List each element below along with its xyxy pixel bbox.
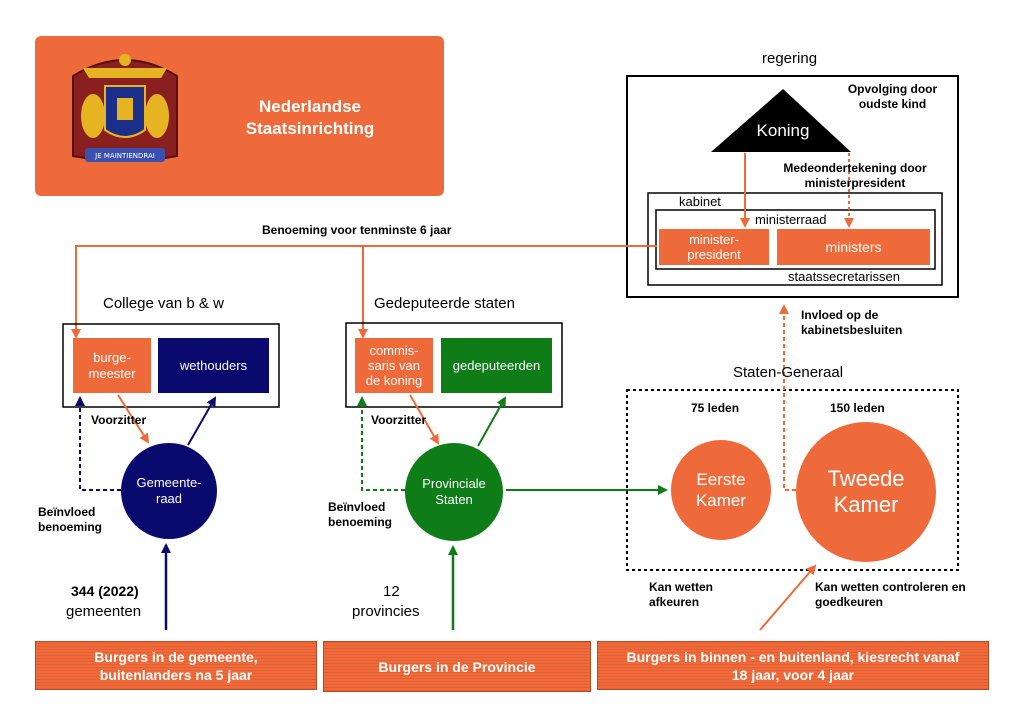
gemeenten-count: 344 (2022)	[71, 583, 139, 599]
regering-label: regering	[762, 50, 818, 67]
provincies-count: 12	[383, 583, 400, 600]
commissaris-box: commis-saris van de koning	[355, 338, 433, 393]
voorzitter-label-gemeente: Voorzitter	[91, 413, 147, 427]
burgers-provincie-box: Burgers in de Provincie	[323, 641, 591, 692]
beinvloed-arrow-gemeente	[75, 396, 121, 491]
gemeenteraad-circle: Gemeente-raad	[121, 443, 217, 539]
college-box	[62, 323, 280, 408]
page-title-line2: Staatsinrichting	[245, 119, 375, 138]
provincies-label: provincies	[352, 603, 420, 620]
svg-text:JE MAINTIENDRAI: JE MAINTIENDRAI	[94, 152, 155, 160]
coat-of-arms-icon: JE MAINTIENDRAI	[72, 54, 178, 162]
ministers-box: ministers	[777, 229, 930, 265]
gedeputeerden-box: gedeputeerden	[441, 338, 552, 393]
minister-president-box: minister-president	[659, 229, 769, 265]
eerste-kamer-leden: 75 leden	[691, 401, 740, 415]
benoeming-label: Benoeming voor tenminste 6 jaar	[262, 223, 452, 237]
controleren-label: Kan wetten controleren en goedkeuren	[815, 580, 966, 609]
regering-box	[626, 75, 959, 298]
afkeuren-label: Kan wetten afkeuren	[649, 580, 714, 609]
college-label: College van b & w	[103, 295, 224, 312]
voorzitter-arrow-gemeente	[117, 394, 150, 444]
beinvloed-label-gemeente: Beïnvloed benoeming	[38, 505, 103, 534]
koning-label: Koning	[756, 121, 810, 140]
koning-triangle	[711, 89, 851, 152]
gs-label: Gedeputeerde staten	[374, 295, 515, 312]
wethouders-box: wethouders	[158, 338, 269, 393]
staten-generaal-box	[626, 389, 959, 571]
burgers-staten-generaal-box: Burgers in binnen - en buitenland, kiesr…	[597, 641, 989, 690]
gs-box	[345, 322, 563, 408]
page-title-line1: Nederlandse	[258, 97, 362, 116]
provinciale-staten-circle: Provinciale Staten	[405, 443, 503, 541]
voorzitter-arrow-provincie	[409, 394, 440, 445]
benoeming-line-gemeente	[71, 245, 657, 339]
ministerraad-box	[655, 209, 936, 270]
beinvloed-arrow-provincie	[357, 396, 405, 491]
page-title: Nederlandse Staatsinrichting	[210, 96, 410, 140]
burgemeester-box: burge-meester	[73, 338, 151, 393]
kabinet-label: kabinet	[679, 194, 721, 209]
staten-to-gedeputeerden-arrow	[477, 396, 506, 447]
eerste-kamer-circle: Eerste Kamer	[671, 440, 771, 540]
voorzitter-label-provincie: Voorzitter	[371, 413, 427, 427]
tweede-kamer-leden: 150 leden	[830, 401, 885, 415]
invloed-label: Invloed op de kabinetsbesluiten	[801, 308, 903, 337]
raad-to-wethouders-arrow	[187, 396, 216, 446]
ministerraad-label: ministerraad	[755, 212, 827, 227]
burgers-to-tweede-kamer-arrow	[759, 564, 817, 631]
beinvloed-label-provincie: Beïnvloed benoeming	[328, 500, 393, 529]
burgers-gemeente-box: Burgers in de gemeente, buitenlanders na…	[35, 641, 317, 690]
staten-generaal-label: Staten-Generaal	[733, 364, 844, 381]
medeondertekening-label: Medeondertekening door ministerpresident	[783, 161, 927, 190]
tweede-kamer-circle: Tweede Kamer	[796, 422, 936, 562]
gemeenten-label: gemeenten	[66, 603, 142, 620]
staatssecretarissen-label: staatssecretarissen	[788, 269, 900, 284]
kabinet-box	[647, 192, 943, 286]
opvolging-label: Opvolging door oudste kind	[847, 82, 938, 111]
